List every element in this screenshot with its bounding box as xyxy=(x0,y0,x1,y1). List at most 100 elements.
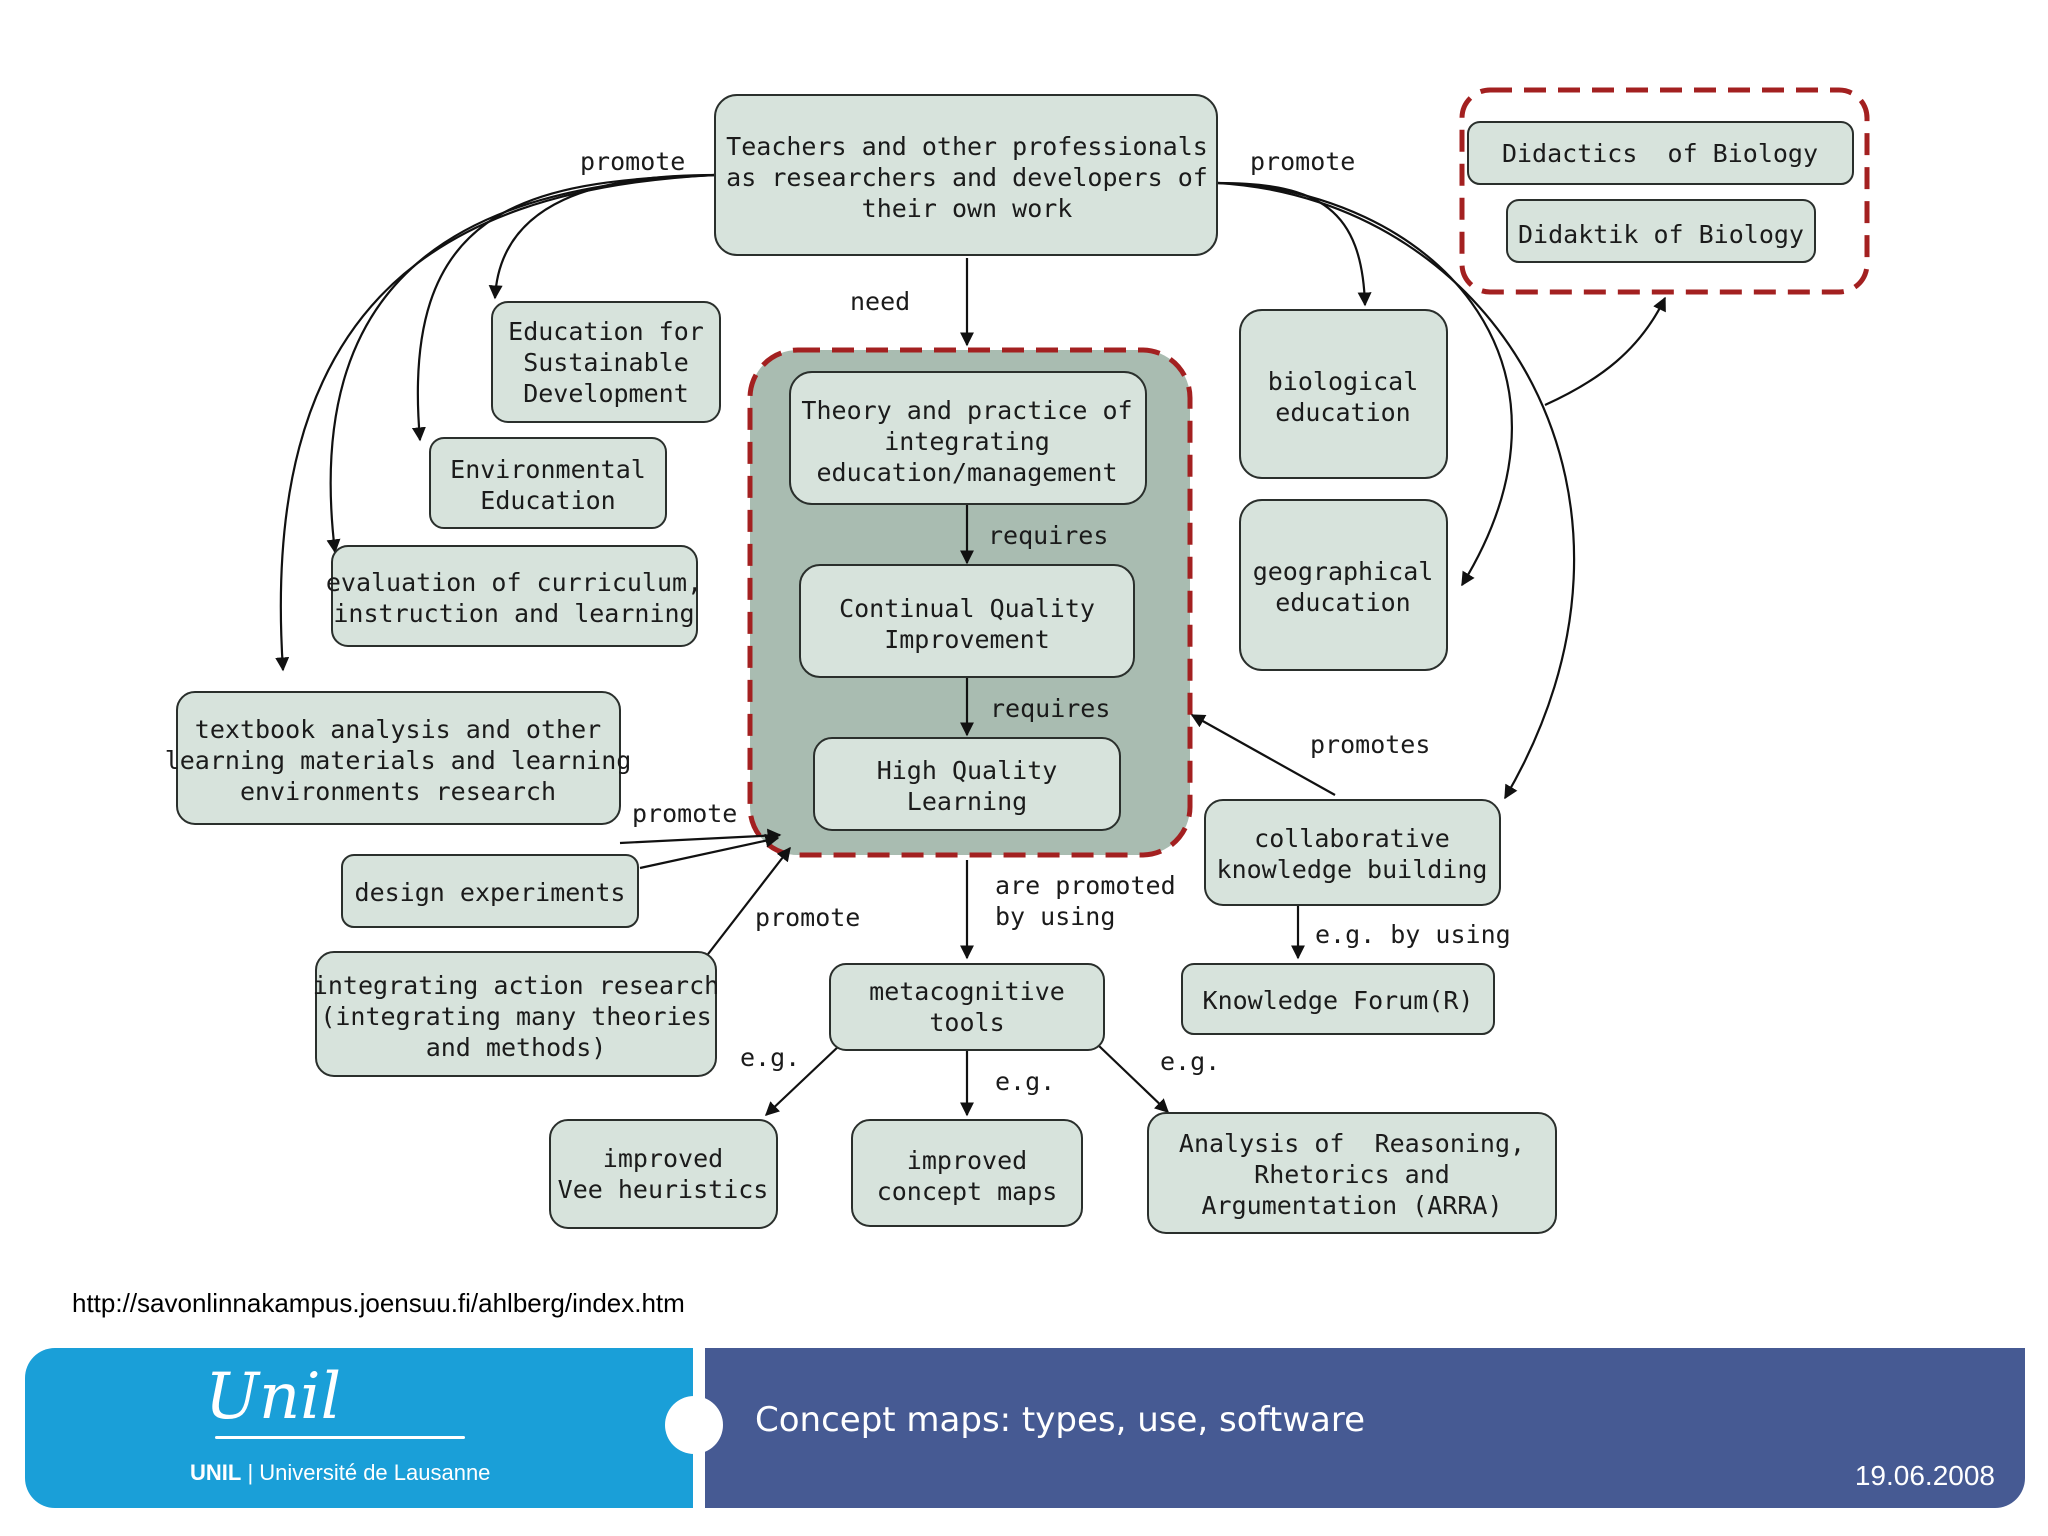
svg-text:education: education xyxy=(1275,588,1410,617)
svg-text:(integrating many theories: (integrating many theories xyxy=(320,1002,711,1031)
node-action-research: integrating action research (integrating… xyxy=(313,951,719,1077)
svg-text:Sustainable: Sustainable xyxy=(523,348,689,377)
svg-text:design experiments: design experiments xyxy=(355,878,626,907)
label-need: need xyxy=(850,287,910,316)
svg-text:Didactics of Biology: Didactics of Biology xyxy=(1502,139,1818,168)
svg-text:Rhetorics and: Rhetorics and xyxy=(1254,1160,1450,1189)
node-theory-practice: Theory and practice of integrating educa… xyxy=(789,371,1147,505)
svg-text:Development: Development xyxy=(523,379,689,408)
label-promote-action: promote xyxy=(755,903,860,932)
svg-text:High Quality: High Quality xyxy=(877,756,1058,785)
label-promote-right: promote xyxy=(1250,147,1355,176)
footer-logo-panel: Unil UNIL | Université de Lausanne xyxy=(25,1348,693,1508)
edge-promote-collab xyxy=(1217,181,1576,800)
label-eg-2: e.g. xyxy=(995,1067,1055,1096)
edge-promote-textbook xyxy=(619,828,782,845)
node-collaborative-knowledge: collaborative knowledge building xyxy=(1204,799,1501,906)
label-eg-3: e.g. xyxy=(1160,1047,1220,1076)
node-esd: Education for Sustainable Development xyxy=(491,301,721,423)
edge-to-didactics xyxy=(1544,296,1666,407)
svg-text:Didaktik of Biology: Didaktik of Biology xyxy=(1518,220,1804,249)
svg-text:Learning: Learning xyxy=(907,787,1027,816)
svg-text:Knowledge Forum(R): Knowledge Forum(R) xyxy=(1203,986,1474,1015)
unil-logo-text: UNIL | Université de Lausanne xyxy=(190,1460,491,1485)
svg-text:their own work: their own work xyxy=(862,194,1073,223)
unil-logo-script: Unil xyxy=(205,1360,342,1434)
node-didaktik-biology: Didaktik of Biology xyxy=(1506,199,1816,263)
node-environmental-education: Environmental Education xyxy=(429,437,667,529)
svg-text:Continual Quality: Continual Quality xyxy=(839,594,1095,623)
svg-text:learning materials and learnin: learning materials and learning xyxy=(165,746,632,775)
svg-text:Teachers and other professiona: Teachers and other professionals xyxy=(726,132,1208,161)
svg-text:as researchers and developers: as researchers and developers of xyxy=(726,163,1208,192)
edge-promote-geo xyxy=(1217,181,1513,587)
footer-circle xyxy=(665,1396,723,1454)
edge-promote-textbook-top xyxy=(275,173,716,672)
label-eg-1: e.g. xyxy=(740,1043,800,1072)
edges xyxy=(275,173,1666,1117)
edge-eg-arra xyxy=(1097,1044,1170,1113)
label-promoted-using-1: are promoted xyxy=(995,871,1176,900)
edge-promotes xyxy=(1190,714,1336,796)
svg-text:Education: Education xyxy=(480,486,615,515)
svg-text:integrating: integrating xyxy=(884,427,1050,456)
svg-text:instruction and learning: instruction and learning xyxy=(333,599,694,628)
svg-text:improved: improved xyxy=(603,1144,723,1173)
svg-text:textbook analysis and other: textbook analysis and other xyxy=(195,715,601,744)
svg-text:Theory and practice of: Theory and practice of xyxy=(801,396,1132,425)
svg-text:Analysis of Reasoning,: Analysis of Reasoning, xyxy=(1179,1129,1525,1158)
node-textbook-analysis: textbook analysis and other learning mat… xyxy=(165,691,632,825)
node-arra: Analysis of Reasoning, Rhetorics and Arg… xyxy=(1147,1112,1557,1234)
svg-text:education: education xyxy=(1275,398,1410,427)
node-high-quality-learning: High Quality Learning xyxy=(813,737,1121,831)
node-continual-quality: Continual Quality Improvement xyxy=(799,564,1135,678)
edge-promote-esd xyxy=(488,173,716,300)
svg-text:Vee heuristics: Vee heuristics xyxy=(558,1175,769,1204)
node-teachers: Teachers and other professionals as rese… xyxy=(714,94,1218,256)
node-evaluation: evaluation of curriculum, instruction an… xyxy=(326,545,702,647)
svg-text:Argumentation (ARRA): Argumentation (ARRA) xyxy=(1201,1191,1502,1220)
slide-title: Concept maps: types, use, software xyxy=(755,1400,1366,1440)
node-geographical-education: geographical education xyxy=(1239,499,1448,671)
concept-map: Teachers and other professionals as rese… xyxy=(165,87,1870,1234)
svg-text:metacognitive: metacognitive xyxy=(869,977,1065,1006)
edge-promote-action xyxy=(704,846,791,959)
svg-text:knowledge building: knowledge building xyxy=(1217,855,1488,884)
label-promote-textbook: promote xyxy=(632,799,737,828)
node-metacognitive-tools: metacognitive tools xyxy=(829,963,1105,1051)
svg-text:improved: improved xyxy=(907,1146,1027,1175)
node-knowledge-forum: Knowledge Forum(R) xyxy=(1181,963,1495,1035)
footer-title-panel xyxy=(705,1348,2025,1508)
svg-text:integrating action research: integrating action research xyxy=(313,971,719,1000)
edge-promote-bio xyxy=(1217,181,1372,307)
label-requires-2: requires xyxy=(990,694,1110,723)
svg-text:tools: tools xyxy=(929,1008,1004,1037)
svg-text:and methods): and methods) xyxy=(426,1033,607,1062)
node-didactics-biology: Didactics of Biology xyxy=(1467,121,1854,185)
svg-text:concept maps: concept maps xyxy=(877,1177,1058,1206)
svg-text:environments research: environments research xyxy=(240,777,556,806)
svg-text:Environmental: Environmental xyxy=(450,455,646,484)
svg-text:collaborative: collaborative xyxy=(1254,824,1450,853)
label-promotes: promotes xyxy=(1310,730,1430,759)
node-biological-education: biological education xyxy=(1239,309,1448,479)
unil-logo-underline xyxy=(215,1436,465,1439)
source-url[interactable]: http://savonlinnakampus.joensuu.fi/ahlbe… xyxy=(72,1288,685,1318)
svg-text:Improvement: Improvement xyxy=(884,625,1050,654)
svg-text:evaluation of curriculum,: evaluation of curriculum, xyxy=(326,568,702,597)
svg-text:education/management: education/management xyxy=(816,458,1117,487)
edge-eg-vee xyxy=(764,1044,841,1116)
slide-date: 19.06.2008 xyxy=(1854,1460,1995,1491)
label-promoted-using-2: by using xyxy=(995,902,1115,931)
edge-promote-design xyxy=(639,833,780,870)
node-concept-maps: improved concept maps xyxy=(851,1119,1083,1227)
label-eg-using: e.g. by using xyxy=(1315,920,1511,949)
svg-text:biological: biological xyxy=(1268,367,1419,396)
label-requires-1: requires xyxy=(988,521,1108,550)
label-promote-left: promote xyxy=(580,147,685,176)
footer-banner: Unil UNIL | Université de Lausanne Conce… xyxy=(25,1348,2025,1508)
node-design-experiments: design experiments xyxy=(341,854,639,928)
link-labels: promote promote need requires requires p… xyxy=(580,147,1511,1096)
node-vee-heuristics: improved Vee heuristics xyxy=(549,1119,778,1229)
svg-text:Education for: Education for xyxy=(508,317,704,346)
